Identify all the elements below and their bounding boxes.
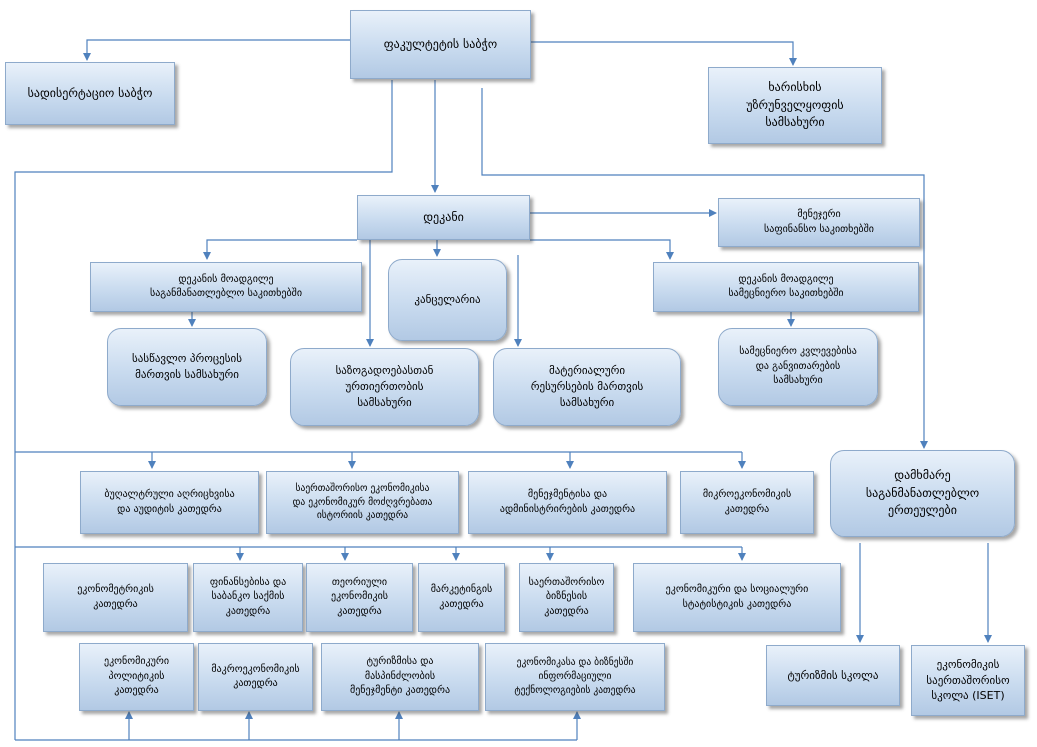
line-dean-branch-left	[203, 239, 357, 260]
dissertation-council-label: სადისერტაციო საბჭო	[27, 85, 153, 100]
dept-statistics-box: ეკონომიკური და სოციალური სტატისტიკის კათ…	[633, 563, 841, 632]
dept-statistics-label: ეკონომიკური და სოციალური სტატისტიკის კათ…	[665, 584, 809, 610]
dean-label: დეკანი	[423, 209, 464, 224]
dept-microeconomics-label: მიკროეკონომიკის კათედრა	[702, 489, 792, 515]
dept-theoretical-economics-label: თეორიული ეკონომიკის კათედრა	[330, 576, 389, 617]
public-relations-service-box: საზოგადოებასთან ურთიერთობის სამსახური	[290, 348, 479, 426]
line-left-trunk	[14, 80, 393, 740]
dept-theoretical-economics-box: თეორიული ეკონომიკის კათედრა	[306, 563, 413, 632]
dept-econometrics-label: ეკონომეტრიკის კათედრა	[77, 584, 154, 610]
dept-finance-banking-box: ფინანსებისა და საბანკო საქმის კათედრა	[193, 563, 303, 632]
line-council-quality	[530, 41, 797, 66]
dept-accounting-box: ბუღალტრული აღრიცხვისა და აუდიტის კათედრა	[80, 471, 259, 534]
dept-marketing-label: მარკეტინგის კათედრა	[430, 584, 493, 610]
public-relations-service-label: საზოგადოებასთან ურთიერთობის სამსახური	[335, 364, 434, 409]
deputy-dean-education-label: დეკანის მოადგილე საგანმანათლებლო საკითხე…	[149, 273, 303, 300]
dean-box: დეკანი	[357, 195, 530, 240]
chancellery-box: კანცელარია	[388, 259, 507, 341]
dept-intl-business-box: საერთაშორისო ბიზნესის კათედრა	[519, 563, 614, 632]
deputy-dean-education-box: დეკანის მოადგილე საგანმანათლებლო საკითხე…	[90, 262, 362, 312]
finance-manager-label: მენეჯერი საფინანსო საკითხებში	[764, 209, 874, 235]
dept-econometrics-box: ეკონომეტრიკის კათედრა	[43, 563, 188, 632]
faculty-council-box: ფაკულტეტის საბჭო	[350, 10, 531, 79]
learning-process-service-box: სასწავლო პროცესის მართვის სამსახური	[107, 328, 267, 406]
dept-it-economics-box: ეკონომიკასა და ბიზნესში ინფორმაციული ტექ…	[485, 643, 665, 711]
deputy-dean-research-label: დეკანის მოადგილე სამეცნიერო საკითხებში	[728, 273, 844, 300]
dept-intl-business-label: საერთაშორისო ბიზნესის კათედრა	[528, 576, 605, 617]
material-resources-service-box: მატერიალური რესურსების მართვის სამსახური	[493, 348, 681, 426]
dept-management-box: მენეჯმენტისა და ადმინისტრირების კათედრა	[468, 471, 667, 534]
line-council-dissertation	[83, 39, 350, 61]
iset-school-label: ეკონომიკის საერთაშორისო სკოლა (ISET)	[926, 657, 1010, 703]
dept-intl-economics-label: საერთაშორისო ეკონომიკისა და ეკონომიკურ მ…	[292, 482, 433, 522]
dept-management-label: მენეჯმენტისა და ადმინისტრირების კათედრა	[499, 489, 636, 515]
finance-manager-box: მენეჯერი საფინანსო საკითხებში	[718, 198, 920, 247]
dept-economic-policy-label: ეკონომიკური პოლიტიკის კათედრა	[104, 656, 169, 697]
line-dean-branch-right	[530, 239, 674, 260]
dept-economic-policy-box: ეკონომიკური პოლიტიკის კათედრა	[79, 643, 194, 711]
tourism-school-box: ტურიზმის სკოლა	[766, 645, 900, 706]
dept-it-economics-label: ეკონომიკასა და ბიზნესში ინფორმაციული ტექ…	[514, 657, 636, 696]
learning-process-service-label: სასწავლო პროცესის მართვის სამსახური	[132, 352, 242, 381]
dept-marketing-box: მარკეტინგის კათედრა	[418, 563, 505, 632]
quality-service-box: ხარისხის უზრუნველყოფის სამსახური	[708, 67, 882, 144]
dept-tourism-management-label: ტურიზმისა და მასპინძლობის მენეჯმენტი კათ…	[349, 656, 451, 697]
dept-tourism-management-box: ტურიზმისა და მასპინძლობის მენეჯმენტი კათ…	[321, 643, 479, 711]
auxiliary-units-box: დამხმარე საგანმანათლებლო ერთეულები	[830, 450, 1015, 537]
dept-macroeconomics-box: მაკროეკონომიკის კათედრა	[198, 643, 313, 711]
dept-macroeconomics-label: მაკროეკონომიკის კათედრა	[211, 663, 300, 690]
dissertation-council-box: სადისერტაციო საბჭო	[5, 62, 175, 125]
material-resources-service-label: მატერიალური რესურსების მართვის სამსახური	[530, 364, 644, 409]
faculty-council-label: ფაკულტეტის საბჭო	[383, 36, 498, 51]
line-right-trunk	[481, 88, 928, 449]
dept-microeconomics-box: მიკროეკონომიკის კათედრა	[680, 471, 814, 534]
research-development-service-box: სამეცნიერო კვლევებისა და განვითარების სა…	[718, 328, 878, 406]
deputy-dean-research-box: დეკანის მოადგილე სამეცნიერო საკითხებში	[653, 262, 919, 312]
research-development-service-label: სამეცნიერო კვლევებისა და განვითარების სა…	[739, 346, 857, 387]
dept-finance-banking-label: ფინანსებისა და საბანკო საქმის კათედრა	[209, 576, 287, 617]
iset-school-box: ეკონომიკის საერთაშორისო სკოლა (ISET)	[911, 645, 1025, 716]
chancellery-label: კანცელარია	[414, 293, 481, 307]
tourism-school-label: ტურიზმის სკოლა	[787, 668, 879, 682]
dept-accounting-label: ბუღალტრული აღრიცხვისა და აუდიტის კათედრა	[104, 489, 235, 515]
auxiliary-units-label: დამხმარე საგანმანათლებლო ერთეულები	[865, 468, 980, 518]
dept-intl-economics-box: საერთაშორისო ეკონომიკისა და ეკონომიკურ მ…	[266, 471, 459, 534]
quality-service-label: ხარისხის უზრუნველყოფის სამსახური	[746, 80, 844, 130]
